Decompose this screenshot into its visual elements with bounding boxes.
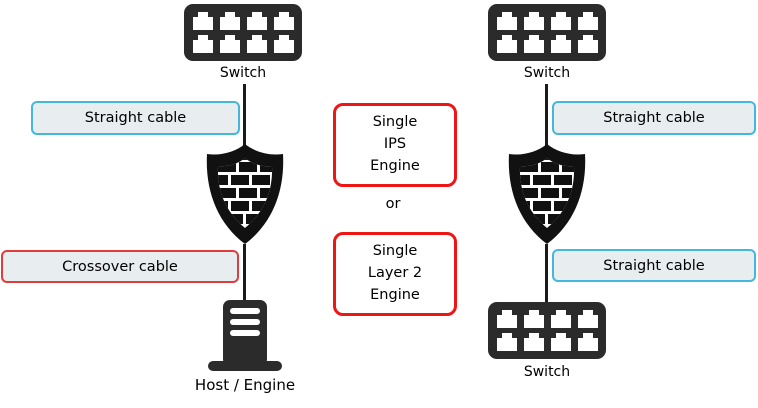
or-label: or	[385, 196, 401, 212]
single-ips-engine-box: Single IPS Engine	[333, 103, 457, 187]
right-switch-bottom-label: Switch	[523, 364, 571, 380]
switch-icon	[488, 302, 606, 359]
switch-icon	[184, 4, 302, 61]
switch-icon	[488, 4, 606, 61]
right-straight-cable-top-label: Straight cable	[603, 110, 705, 126]
right-straight-cable-top-box: Straight cable	[552, 101, 756, 135]
left-straight-cable-label: Straight cable	[84, 110, 187, 126]
connector-line-left-switch-to-firewall	[243, 84, 246, 146]
connector-line-right-switch-to-firewall	[545, 84, 548, 146]
firewall-shield-icon	[497, 142, 597, 246]
left-switch-label: Switch	[219, 65, 267, 81]
single-layer2-engine-box: Single Layer 2 Engine	[333, 232, 457, 316]
right-straight-cable-bottom-label: Straight cable	[603, 257, 705, 274]
single-layer2-engine-label: Single Layer 2 Engine	[367, 243, 423, 303]
host-server-icon	[199, 300, 291, 374]
host-engine-label: Host / Engine	[194, 376, 296, 394]
right-straight-cable-bottom-box: Straight cable	[552, 249, 756, 282]
right-switch-top-label: Switch	[523, 65, 571, 81]
connector-line-right-firewall-to-switch	[545, 244, 548, 304]
firewall-shield-icon	[195, 142, 295, 246]
crossover-cable-label: Crossover cable	[62, 258, 178, 275]
crossover-cable-box: Crossover cable	[1, 250, 239, 283]
single-ips-engine-label: Single IPS Engine	[370, 114, 420, 174]
left-straight-cable-box: Straight cable	[31, 101, 240, 135]
connector-line-left-firewall-to-host	[243, 244, 246, 302]
